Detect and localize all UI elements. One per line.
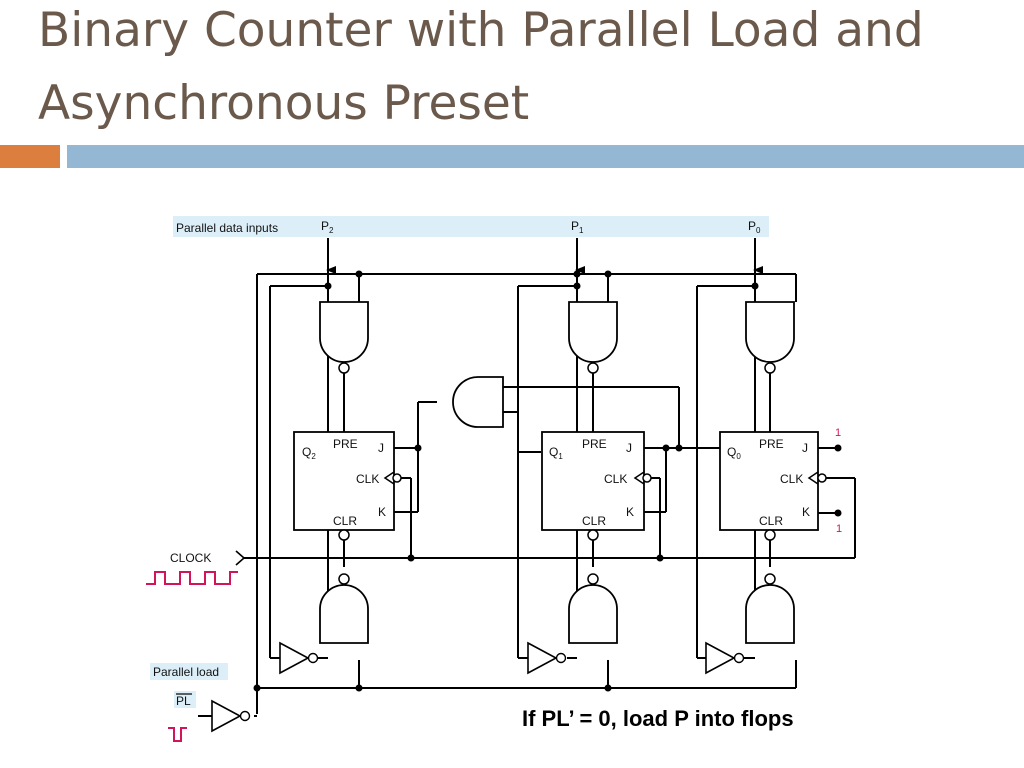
clk-inputs [383, 471, 827, 485]
j-tied-high-label: 1 [835, 427, 841, 439]
p2-label: P2 [321, 219, 334, 235]
pl-band [174, 691, 196, 708]
pl-label: PL [176, 694, 191, 708]
inverter-0 [705, 642, 745, 674]
junction-dots [253, 270, 842, 692]
pre-clr-bubbles [338, 529, 776, 541]
accent-bar-blue [67, 145, 1024, 168]
ff0-clr-label: CLR [759, 514, 783, 528]
parallel-data-inputs-label: Parallel data inputs [176, 221, 278, 235]
clock-label: CLOCK [170, 551, 211, 565]
inverter-1 [527, 642, 567, 674]
p0-label: P0 [748, 219, 761, 235]
ff2-clk-label: CLK [356, 472, 379, 486]
ff1-j-label: J [626, 441, 632, 455]
inverter-2 [279, 642, 319, 674]
q2-label: Q2 [302, 445, 316, 461]
p1-label: P1 [571, 219, 584, 235]
preset-nand-gate-0 [745, 301, 795, 374]
title-line-1: Binary Counter with Parallel Load and [38, 3, 924, 58]
ff2-clr-label: CLR [333, 514, 357, 528]
ff1-pre-label: PRE [582, 437, 607, 451]
ff0-clk-label: CLK [780, 472, 803, 486]
clock-waveform [146, 571, 238, 585]
pl-inverter [211, 700, 251, 732]
jk-flip-flop-1 [541, 431, 645, 531]
ff1-clr-label: CLR [582, 514, 606, 528]
k-tied-high-label: 1 [836, 523, 842, 535]
ff1-k-label: K [626, 505, 634, 519]
ff2-j-label: J [378, 441, 384, 455]
q0-label: Q0 [727, 445, 741, 461]
parallel-load-label: Parallel load [153, 665, 219, 679]
slide-title: Binary Counter with Parallel Load and As… [38, 0, 924, 140]
ff2-k-label: K [378, 505, 386, 519]
ff1-clk-label: CLK [604, 472, 627, 486]
accent-bar-orange [0, 145, 60, 168]
jk-flip-flop-0 [719, 431, 819, 531]
clear-nand-gate-0 [745, 573, 795, 644]
ff2-pre-label: PRE [333, 437, 358, 451]
pl-pulse-waveform [168, 727, 187, 742]
ff0-k-label: K [802, 505, 810, 519]
load-condition-note: If PL’ = 0, load P into flops [522, 706, 794, 731]
title-line-2: Asynchronous Preset [38, 76, 530, 131]
q1-label: Q1 [549, 445, 563, 461]
ff0-j-label: J [802, 441, 808, 455]
and-gate [452, 376, 504, 428]
clock-input-arrow [235, 550, 246, 566]
inputs-band [173, 216, 769, 237]
ff0-pre-label: PRE [759, 437, 784, 451]
parallel-load-band [150, 663, 228, 680]
